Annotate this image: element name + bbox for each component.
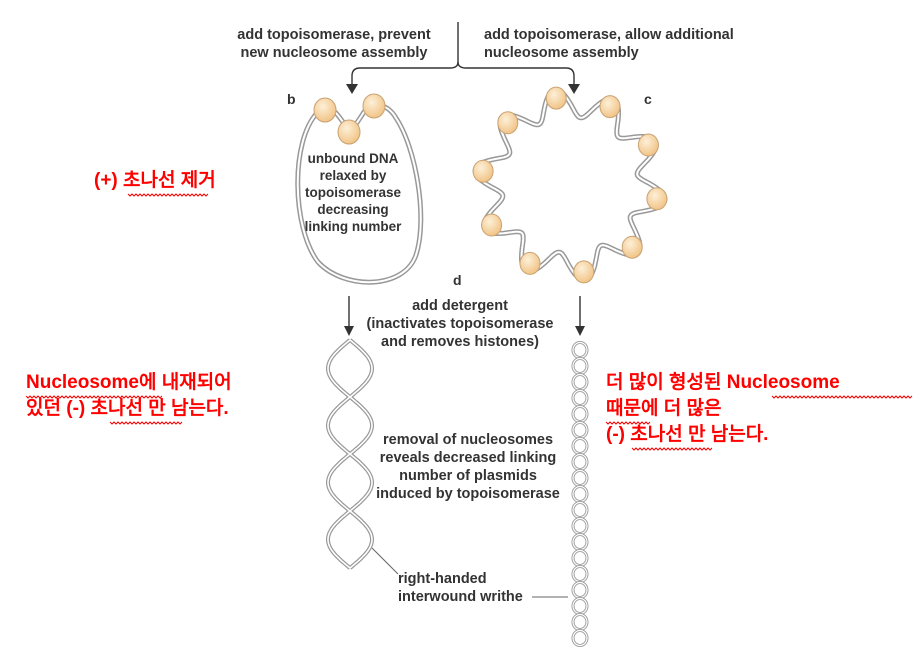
writhe-coil	[572, 437, 588, 455]
left-interwound-writhe	[326, 338, 374, 570]
nucleosome	[362, 93, 386, 119]
writhe-coil	[572, 501, 588, 519]
branch-arrowheads	[346, 84, 580, 94]
writhe-label: right-handed interwound writhe	[398, 571, 523, 605]
nucleosome	[621, 235, 643, 259]
nucleosome	[472, 159, 494, 183]
removal-label: removal of nucleosomes reveals decreased…	[376, 432, 560, 502]
nucleosome	[646, 187, 668, 211]
writhe-coil	[572, 597, 588, 615]
writhe-coil	[572, 517, 588, 535]
left-branch-label: add topoisomerase, prevent new nucleosom…	[237, 27, 431, 61]
detergent-label: add detergent (inactivates topoisomerase…	[366, 298, 554, 350]
panel-c-label: c	[644, 91, 652, 107]
nucleosome	[519, 251, 541, 275]
branch-connector	[351, 22, 575, 88]
nucleosome	[481, 213, 503, 237]
writhe-leader-lines	[371, 547, 568, 598]
writhe-coil	[572, 533, 588, 551]
writhe-coil	[572, 613, 588, 631]
writhe-coil	[572, 405, 588, 423]
nucleosome	[637, 133, 659, 157]
writhe-coil	[572, 421, 588, 439]
nucleosome	[497, 111, 519, 135]
writhe-coil	[572, 341, 588, 359]
writhe-coil	[572, 373, 588, 391]
writhe-coil	[572, 357, 588, 375]
writhe-coil	[572, 549, 588, 567]
nucleosome-group-b	[313, 93, 386, 145]
writhe-coil	[572, 581, 588, 599]
nucleosome	[313, 97, 337, 123]
nucleosome	[337, 119, 361, 145]
spellcheck-underlines	[25, 193, 913, 451]
detergent-arrows	[348, 296, 581, 330]
nucleosome	[545, 86, 567, 110]
left-remaining-supercoil-note: Nucleosome에 내재되어 있던 (-) 초나선 만 남는다.	[26, 372, 232, 419]
writhe-coil	[572, 629, 588, 647]
nucleosome-group-c	[472, 86, 668, 284]
right-interwound-writhe	[571, 341, 589, 647]
unbound-dna-label: unbound DNA relaxed by topoisomerase dec…	[304, 151, 402, 234]
right-remaining-supercoil-note: 더 많이 형성된 Nucleosome 때문에 더 많은 (-) 초나선 만 남…	[606, 372, 840, 445]
writhe-coil	[572, 389, 588, 407]
nucleosome	[573, 260, 595, 284]
writhe-coil	[572, 565, 588, 583]
writhe-coil	[572, 453, 588, 471]
writhe-coil	[572, 469, 588, 487]
plus-supercoil-removed-note: (+) 초나선 제거	[94, 170, 216, 191]
panel-d-label: d	[453, 272, 462, 288]
nucleosome	[599, 95, 621, 119]
right-branch-label: add topoisomerase, allow additional nucl…	[484, 27, 734, 61]
panel-b-label: b	[287, 91, 296, 107]
writhe-coil	[572, 485, 588, 503]
detergent-arrowheads	[344, 326, 585, 336]
